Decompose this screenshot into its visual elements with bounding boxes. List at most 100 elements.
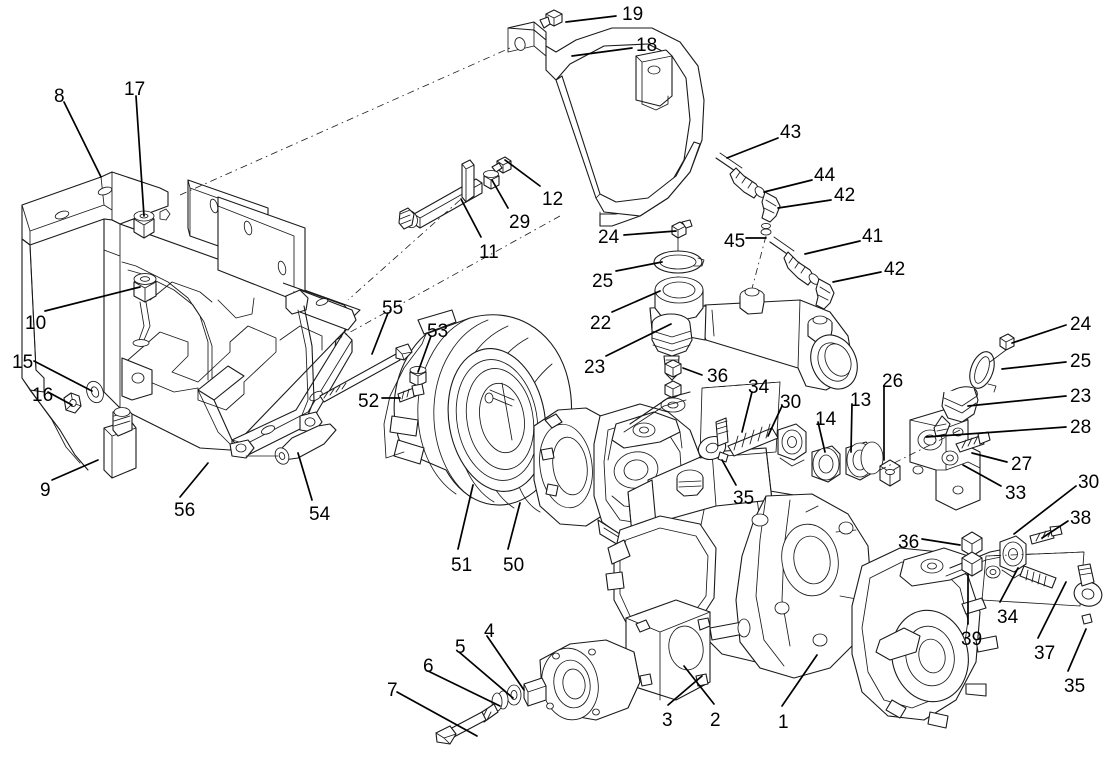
callout-number-9: 9 xyxy=(40,480,51,501)
callout-number-17: 17 xyxy=(124,79,146,100)
leader-line-35 xyxy=(721,459,737,486)
callout-number-56: 56 xyxy=(174,500,196,521)
leader-line-23 xyxy=(967,395,1067,407)
leader-line-25 xyxy=(1001,361,1067,370)
tire-wheel-art xyxy=(383,309,572,513)
callout-number-6: 6 xyxy=(423,656,434,677)
leader-line-8 xyxy=(63,101,102,178)
leader-line-25 xyxy=(615,261,663,272)
leader-line-53 xyxy=(417,335,432,373)
leader-line-17 xyxy=(135,95,145,217)
callout-number-50: 50 xyxy=(503,555,525,576)
leader-line-56 xyxy=(179,462,209,498)
callout-number-16: 16 xyxy=(32,385,54,406)
leader-line-10 xyxy=(44,286,141,312)
callout-number-8: 8 xyxy=(54,86,65,107)
bolt-group-left-art xyxy=(319,343,427,403)
callout-number-24: 24 xyxy=(1070,314,1092,335)
leader-line-36 xyxy=(682,367,703,376)
callout-number-11: 11 xyxy=(479,242,499,263)
flange-nut-10-art xyxy=(132,273,157,347)
callout-number-19: 19 xyxy=(622,4,644,25)
callout-number-34: 34 xyxy=(748,377,770,398)
callout-number-26: 26 xyxy=(882,371,904,392)
steering-arm-plate-art xyxy=(909,333,1015,511)
leader-line-33 xyxy=(962,464,1002,487)
callout-number-30: 30 xyxy=(1078,472,1100,493)
wheel-motor-art xyxy=(435,599,751,745)
leader-line-34 xyxy=(741,391,753,433)
leader-line-18 xyxy=(571,47,633,57)
leader-line-23 xyxy=(605,323,672,357)
callout-number-55: 55 xyxy=(382,298,404,319)
steering-cylinder-art xyxy=(649,287,858,391)
callout-number-30: 30 xyxy=(780,392,802,413)
callout-number-27: 27 xyxy=(1011,454,1033,475)
leader-line-42 xyxy=(832,271,882,283)
callout-number-42: 42 xyxy=(834,185,856,206)
callout-number-23: 23 xyxy=(584,357,606,378)
support-bracket-art xyxy=(507,9,705,227)
leader-line-43 xyxy=(726,137,779,159)
leader-line-6 xyxy=(427,670,501,707)
flange-nut-17-art xyxy=(133,208,171,239)
callout-number-45: 45 xyxy=(724,231,746,252)
callout-number-41: 41 xyxy=(862,226,884,247)
callout-number-53: 53 xyxy=(427,321,449,342)
callout-number-22: 22 xyxy=(590,313,612,334)
callout-number-36: 36 xyxy=(898,532,920,553)
leader-line-2 xyxy=(683,665,715,705)
callout-number-24: 24 xyxy=(598,227,620,248)
leader-line-50 xyxy=(507,502,521,550)
callout-number-39: 39 xyxy=(961,629,983,650)
leader-line-30 xyxy=(1013,485,1077,535)
leader-line-42 xyxy=(777,199,832,209)
leader-line-41 xyxy=(804,240,861,255)
leader-line-22 xyxy=(611,290,661,313)
callout-number-13: 13 xyxy=(850,390,872,411)
leader-line-16 xyxy=(47,391,73,406)
leader-line-54 xyxy=(297,452,313,501)
callout-number-34: 34 xyxy=(997,607,1019,628)
callout-number-14: 14 xyxy=(815,409,837,430)
callout-number-7: 7 xyxy=(387,680,398,701)
leader-line-4 xyxy=(486,635,525,691)
locknut-26-art xyxy=(879,459,901,487)
leader-line-12 xyxy=(504,159,541,187)
callout-number-52: 52 xyxy=(358,391,380,412)
callout-number-1: 1 xyxy=(778,712,789,733)
leader-line-14 xyxy=(817,421,826,453)
leader-line-30 xyxy=(767,405,783,437)
callout-number-35: 35 xyxy=(1064,676,1086,697)
leader-line-11 xyxy=(460,198,482,238)
callout-number-25: 25 xyxy=(1070,351,1092,372)
leader-line-35 xyxy=(1067,628,1087,672)
leader-line-24 xyxy=(1011,324,1067,344)
callout-number-18: 18 xyxy=(636,35,658,56)
tie-rod-right-art xyxy=(961,525,1103,625)
leader-line-34 xyxy=(999,567,1019,603)
callout-number-4: 4 xyxy=(484,621,495,642)
callout-number-38: 38 xyxy=(1070,508,1092,529)
leader-line-27 xyxy=(971,452,1008,463)
callout-number-5: 5 xyxy=(455,637,466,658)
callout-number-36: 36 xyxy=(707,366,729,387)
callout-number-10: 10 xyxy=(25,313,47,334)
leader-lines xyxy=(33,15,1087,737)
roller-tube-art xyxy=(245,423,337,465)
axle-housing-art xyxy=(605,447,873,679)
callout-number-44: 44 xyxy=(814,165,836,186)
leader-line-1 xyxy=(781,654,818,707)
leader-line-9 xyxy=(51,459,99,481)
leader-line-19 xyxy=(565,15,617,23)
leader-line-24 xyxy=(623,230,677,236)
callout-number-37: 37 xyxy=(1034,643,1056,664)
leader-line-29 xyxy=(491,179,509,209)
callout-number-3: 3 xyxy=(662,710,673,731)
callout-number-12: 12 xyxy=(542,189,564,210)
callout-number-42: 42 xyxy=(884,259,906,280)
leader-line-38 xyxy=(1041,520,1069,539)
right-hub-art xyxy=(851,547,1011,729)
